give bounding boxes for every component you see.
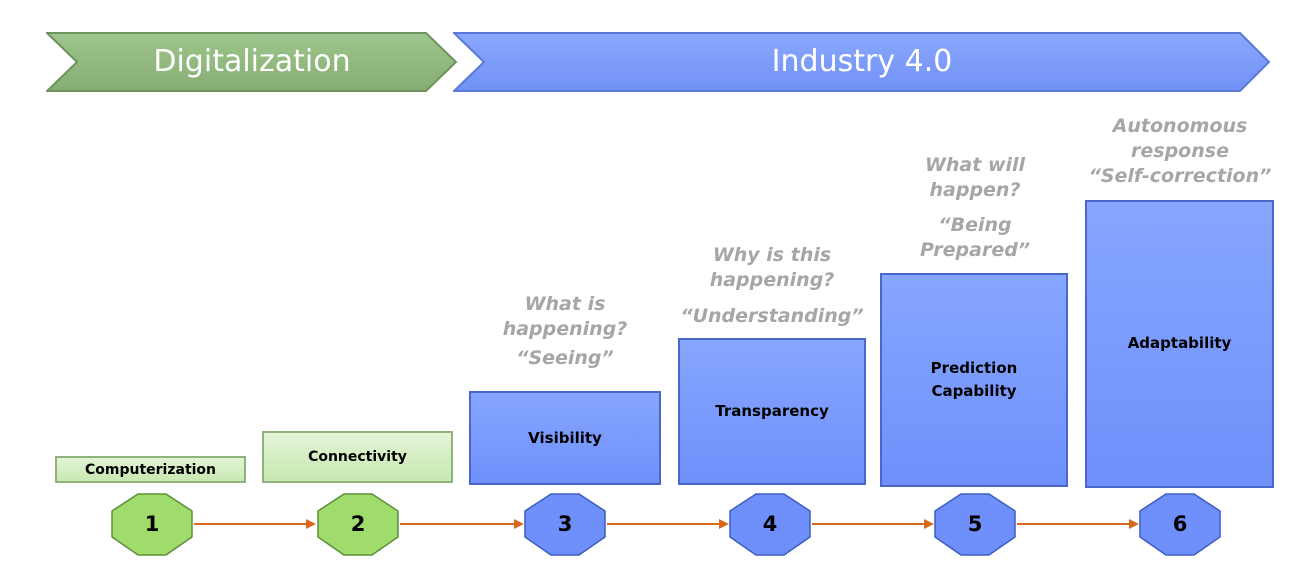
caption-stage-5: What will happen? “Being Prepared” xyxy=(885,153,1065,263)
step-number-4: 4 xyxy=(762,512,778,536)
caption-question: What is happening? xyxy=(502,293,628,340)
caption-stage-4: Why is this happening? “Understanding” xyxy=(672,243,872,329)
step-number-6: 6 xyxy=(1172,512,1188,536)
caption-motto: “Understanding” xyxy=(680,305,864,327)
step-number-1: 1 xyxy=(144,512,160,536)
caption-question: Autonomous response xyxy=(1112,115,1248,162)
stage-bar-computerization: Computerization xyxy=(55,456,246,483)
chevron-shape xyxy=(46,32,458,92)
banner-label: Digitalization xyxy=(153,44,351,79)
stage-bar-adaptability: Adaptability xyxy=(1085,200,1274,488)
banner-label: Industry 4.0 xyxy=(771,44,953,79)
banner-digitalization: Digitalization xyxy=(46,32,458,92)
step-node-4 xyxy=(729,493,811,556)
stage-bar-visibility: Visibility xyxy=(469,391,661,485)
step-node-1 xyxy=(111,493,193,556)
caption-motto: “Seeing” xyxy=(516,347,614,369)
step-node-6 xyxy=(1139,493,1221,556)
step-number-3: 3 xyxy=(557,512,573,536)
step-node-5 xyxy=(934,493,1016,556)
step-node-3 xyxy=(524,493,606,556)
stage-bar-transparency: Transparency xyxy=(678,338,866,485)
stage-bar-connectivity: Connectivity xyxy=(262,431,453,483)
caption-question: What will happen? xyxy=(924,154,1026,201)
step-number-2: 2 xyxy=(350,512,366,536)
caption-stage-3: What is happening? “Seeing” xyxy=(480,292,650,371)
step-node-2 xyxy=(317,493,399,556)
caption-motto: “Being Prepared” xyxy=(919,214,1031,261)
chevron-shape xyxy=(453,32,1271,92)
stage-bar-prediction-capability: Prediction Capability xyxy=(880,273,1068,487)
step-number-5: 5 xyxy=(967,512,983,536)
caption-motto: “Self-correction” xyxy=(1088,165,1272,187)
caption-question: Why is this happening? xyxy=(709,244,835,291)
caption-stage-6: Autonomous response “Self-correction” xyxy=(1080,114,1280,189)
banner-industry: Industry 4.0 xyxy=(453,32,1271,92)
